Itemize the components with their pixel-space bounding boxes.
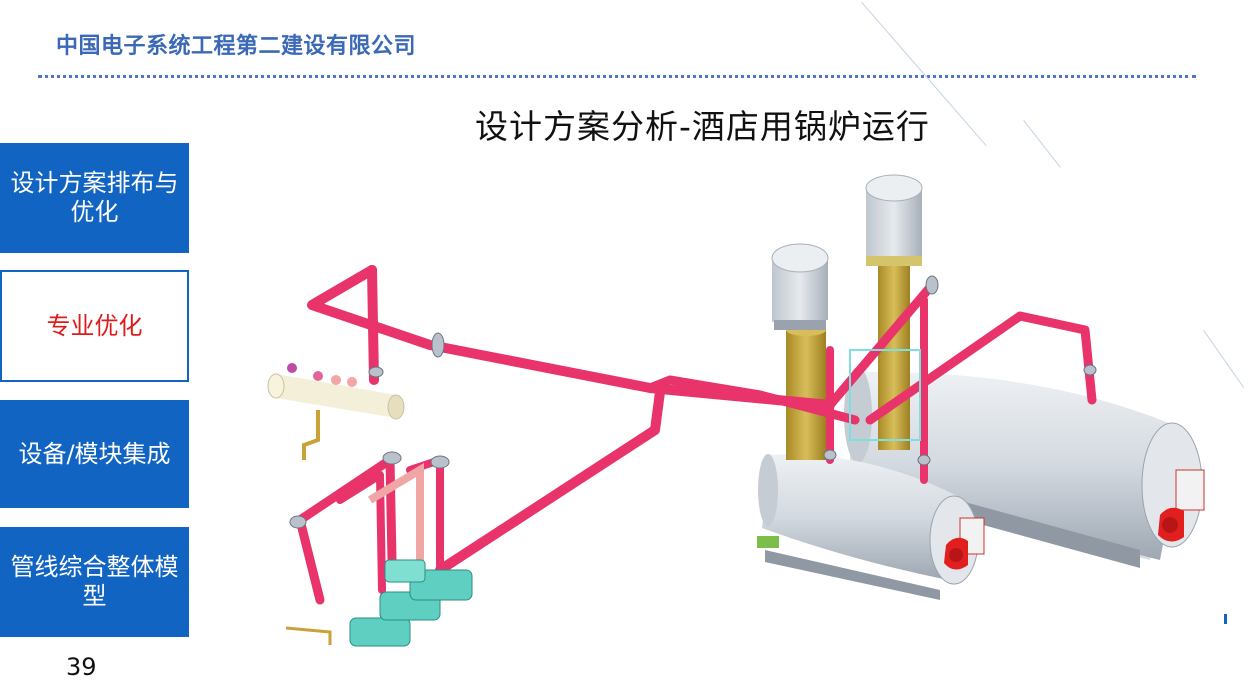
nav-tab-professional-optimization[interactable]: 专业优化: [0, 270, 189, 382]
nav-tab-pipeline-model[interactable]: 管线综合整体模型: [0, 527, 189, 637]
nav-tab-design-layout[interactable]: 设计方案排布与优化: [0, 143, 189, 253]
page-number: 39: [66, 653, 97, 681]
header-divider: [38, 75, 1196, 78]
slide-title: 设计方案分析-酒店用锅炉运行: [475, 107, 930, 146]
chimney-right: [865, 174, 923, 450]
control-box: [757, 536, 779, 548]
boiler-small: [758, 454, 985, 600]
company-name: 中国电子系统工程第二建设有限公司: [56, 34, 417, 59]
pipe-valves: [289, 275, 1097, 529]
chimney-left: [771, 243, 829, 460]
nav-tab-equipment-integration[interactable]: 设备/模块集成: [0, 400, 189, 508]
pump-group: [285, 559, 473, 647]
header-vessel: [267, 363, 405, 460]
